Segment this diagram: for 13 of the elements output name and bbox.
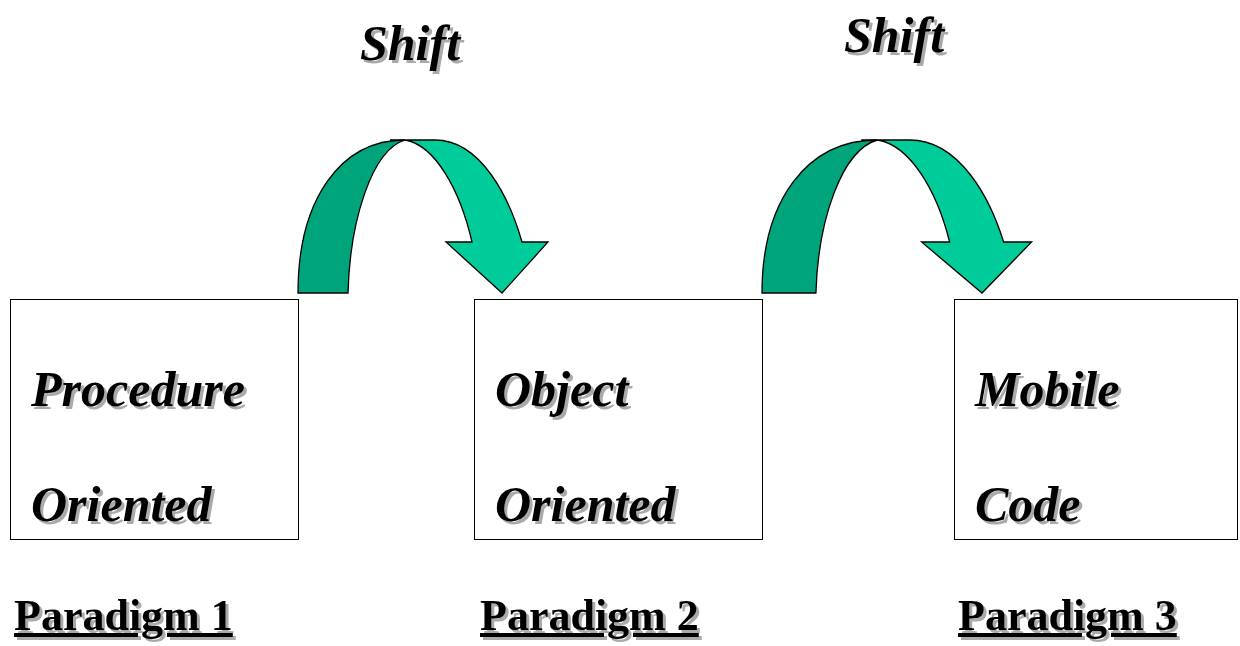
box-label: Mobile Code <box>975 360 1120 534</box>
box-label: Object Oriented <box>495 360 676 534</box>
curved-arrow <box>297 139 549 294</box>
edge-label: Shift <box>844 6 945 64</box>
paradigm-box <box>954 299 1238 540</box>
paradigm-caption: Paradigm 2 <box>480 590 699 641</box>
paradigm-box <box>474 299 763 540</box>
box-label: Procedure Oriented <box>31 360 245 534</box>
paradigm-box <box>10 299 299 540</box>
edge-label: Shift <box>360 14 461 72</box>
paradigm-caption: Paradigm 3 <box>958 590 1177 641</box>
paradigm-caption: Paradigm 1 <box>14 590 233 641</box>
curved-arrow <box>761 139 1033 294</box>
